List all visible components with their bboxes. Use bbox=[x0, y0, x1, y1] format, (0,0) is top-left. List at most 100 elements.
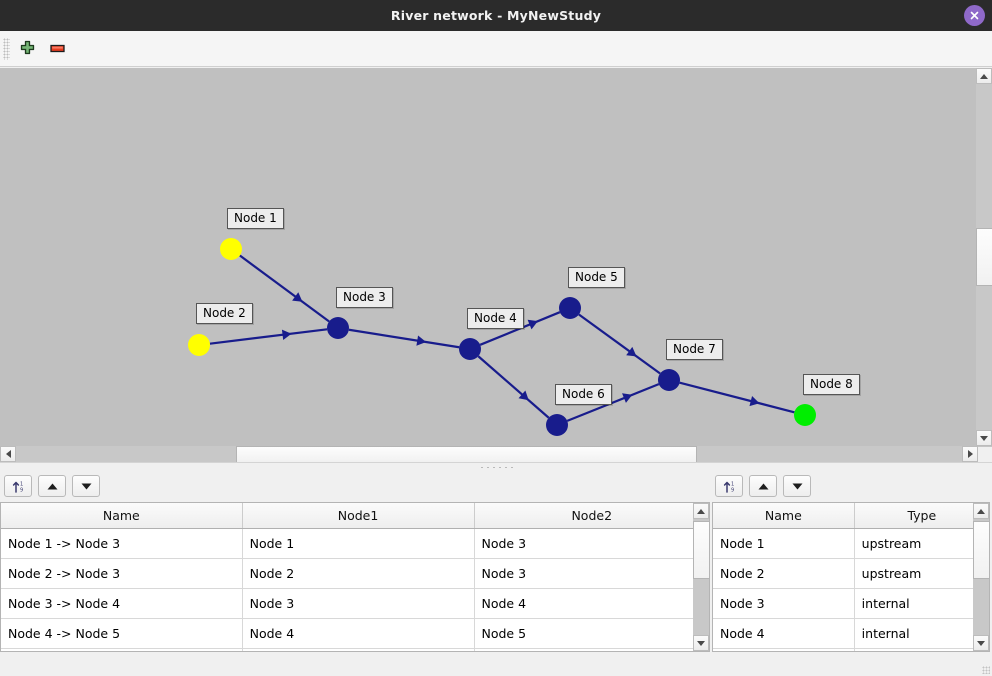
graph-v-thumb[interactable] bbox=[976, 228, 992, 286]
graph-node[interactable] bbox=[546, 414, 568, 436]
table-cell[interactable]: upstream bbox=[854, 528, 989, 559]
move-up-icon[interactable] bbox=[749, 475, 777, 497]
add-plus-icon[interactable] bbox=[14, 36, 40, 62]
nodes-scroll-down-button[interactable] bbox=[973, 635, 989, 651]
table-cell[interactable]: Node 1 -> Node 3 bbox=[1, 528, 243, 559]
graph-node-label[interactable]: Node 2 bbox=[196, 303, 253, 324]
table-row[interactable] bbox=[713, 648, 989, 651]
table-cell[interactable]: upstream bbox=[854, 558, 989, 589]
table-cell[interactable]: Node 3 bbox=[474, 528, 709, 559]
graph-node-label[interactable]: Node 7 bbox=[666, 339, 723, 360]
nodes-scroll-up-button[interactable] bbox=[973, 503, 989, 519]
table-cell[interactable] bbox=[1, 648, 243, 651]
graph-h-thumb[interactable] bbox=[236, 446, 697, 463]
table-cell[interactable] bbox=[854, 648, 989, 651]
table-cell[interactable]: Node 4 bbox=[713, 618, 855, 649]
scroll-up-button[interactable] bbox=[976, 68, 992, 84]
column-header[interactable]: Name bbox=[713, 503, 855, 529]
reaches-vertical-scrollbar[interactable] bbox=[693, 503, 709, 651]
toolbar-grip[interactable] bbox=[3, 37, 10, 60]
table-cell[interactable]: internal bbox=[854, 618, 989, 649]
table-cell[interactable]: Node 2 bbox=[713, 558, 855, 589]
table-cell[interactable]: Node 3 bbox=[474, 558, 709, 589]
table-cell[interactable]: internal bbox=[854, 588, 989, 619]
graph-horizontal-scrollbar[interactable] bbox=[0, 446, 992, 463]
table-cell[interactable]: Node 2 bbox=[242, 558, 475, 589]
graph-node[interactable] bbox=[327, 317, 349, 339]
graph-node[interactable] bbox=[459, 338, 481, 360]
table-cell[interactable] bbox=[713, 648, 855, 651]
table-cell[interactable]: Node 4 bbox=[242, 618, 475, 649]
graph-node[interactable] bbox=[658, 369, 680, 391]
close-icon[interactable] bbox=[964, 5, 985, 26]
graph-edge[interactable] bbox=[578, 313, 661, 375]
resize-grip[interactable] bbox=[982, 666, 990, 674]
graph-edge[interactable] bbox=[348, 328, 460, 349]
delete-minus-icon[interactable] bbox=[44, 36, 70, 62]
graph-node[interactable] bbox=[220, 238, 242, 260]
table-cell[interactable]: Node 2 -> Node 3 bbox=[1, 558, 243, 589]
column-header[interactable]: Node2 bbox=[474, 503, 709, 529]
scroll-right-button[interactable] bbox=[962, 446, 978, 462]
table-cell[interactable] bbox=[474, 648, 709, 651]
reaches-scroll-down-button[interactable] bbox=[693, 635, 709, 651]
graph-edge[interactable] bbox=[566, 383, 660, 422]
table-cell[interactable]: Node 3 bbox=[713, 588, 855, 619]
move-up-icon[interactable] bbox=[38, 475, 66, 497]
column-header[interactable]: Node1 bbox=[242, 503, 475, 529]
graph-node[interactable] bbox=[188, 334, 210, 356]
network-graph bbox=[188, 238, 816, 436]
graph-vertical-scrollbar[interactable] bbox=[976, 68, 992, 446]
graph-edge[interactable] bbox=[477, 355, 550, 419]
graph-node-label[interactable]: Node 4 bbox=[467, 308, 524, 329]
graph-node-label[interactable]: Node 5 bbox=[568, 267, 625, 288]
graph-node[interactable] bbox=[559, 297, 581, 319]
table-cell[interactable]: Node 1 bbox=[242, 528, 475, 559]
graph-node-label[interactable]: Node 1 bbox=[227, 208, 284, 229]
nodes-v-thumb[interactable] bbox=[973, 521, 989, 579]
graph-edge[interactable] bbox=[239, 254, 330, 323]
column-header[interactable]: Name bbox=[1, 503, 243, 529]
graph-node[interactable] bbox=[794, 404, 816, 426]
graph-node-label[interactable]: Node 6 bbox=[555, 384, 612, 405]
move-down-icon[interactable] bbox=[783, 475, 811, 497]
table-cell[interactable]: Node 3 -> Node 4 bbox=[1, 588, 243, 619]
table-cell[interactable]: Node 4 -> Node 5 bbox=[1, 618, 243, 649]
horizontal-splitter[interactable] bbox=[0, 462, 992, 471]
table-cell[interactable]: Node 5 bbox=[474, 618, 709, 649]
nodes-vertical-scrollbar[interactable] bbox=[973, 503, 989, 651]
reaches-v-thumb[interactable] bbox=[693, 521, 709, 579]
chevron-up-icon bbox=[697, 508, 705, 514]
graph-edge[interactable] bbox=[209, 328, 328, 345]
sort-icon[interactable]: 1 9 bbox=[4, 475, 32, 497]
table-row[interactable] bbox=[1, 648, 709, 651]
scroll-down-button[interactable] bbox=[976, 430, 992, 446]
table-cell[interactable] bbox=[242, 648, 475, 651]
table-cell[interactable]: Node 1 bbox=[713, 528, 855, 559]
graph-edge[interactable] bbox=[679, 381, 795, 414]
move-down-icon[interactable] bbox=[72, 475, 100, 497]
graph-node-label[interactable]: Node 3 bbox=[336, 287, 393, 308]
scroll-left-button[interactable] bbox=[0, 446, 16, 462]
reaches-scroll-up-button[interactable] bbox=[693, 503, 709, 519]
column-header[interactable]: Type bbox=[854, 503, 989, 529]
graph-node-label[interactable]: Node 8 bbox=[803, 374, 860, 395]
table-cell[interactable]: Node 4 bbox=[474, 588, 709, 619]
river-network-canvas[interactable]: Node 1 Node 2 Node 3 Node 4 Node 5 Node 6 Node… bbox=[0, 68, 976, 446]
table-cell[interactable]: Node 3 bbox=[242, 588, 475, 619]
sort-icon[interactable]: 1 9 bbox=[715, 475, 743, 497]
